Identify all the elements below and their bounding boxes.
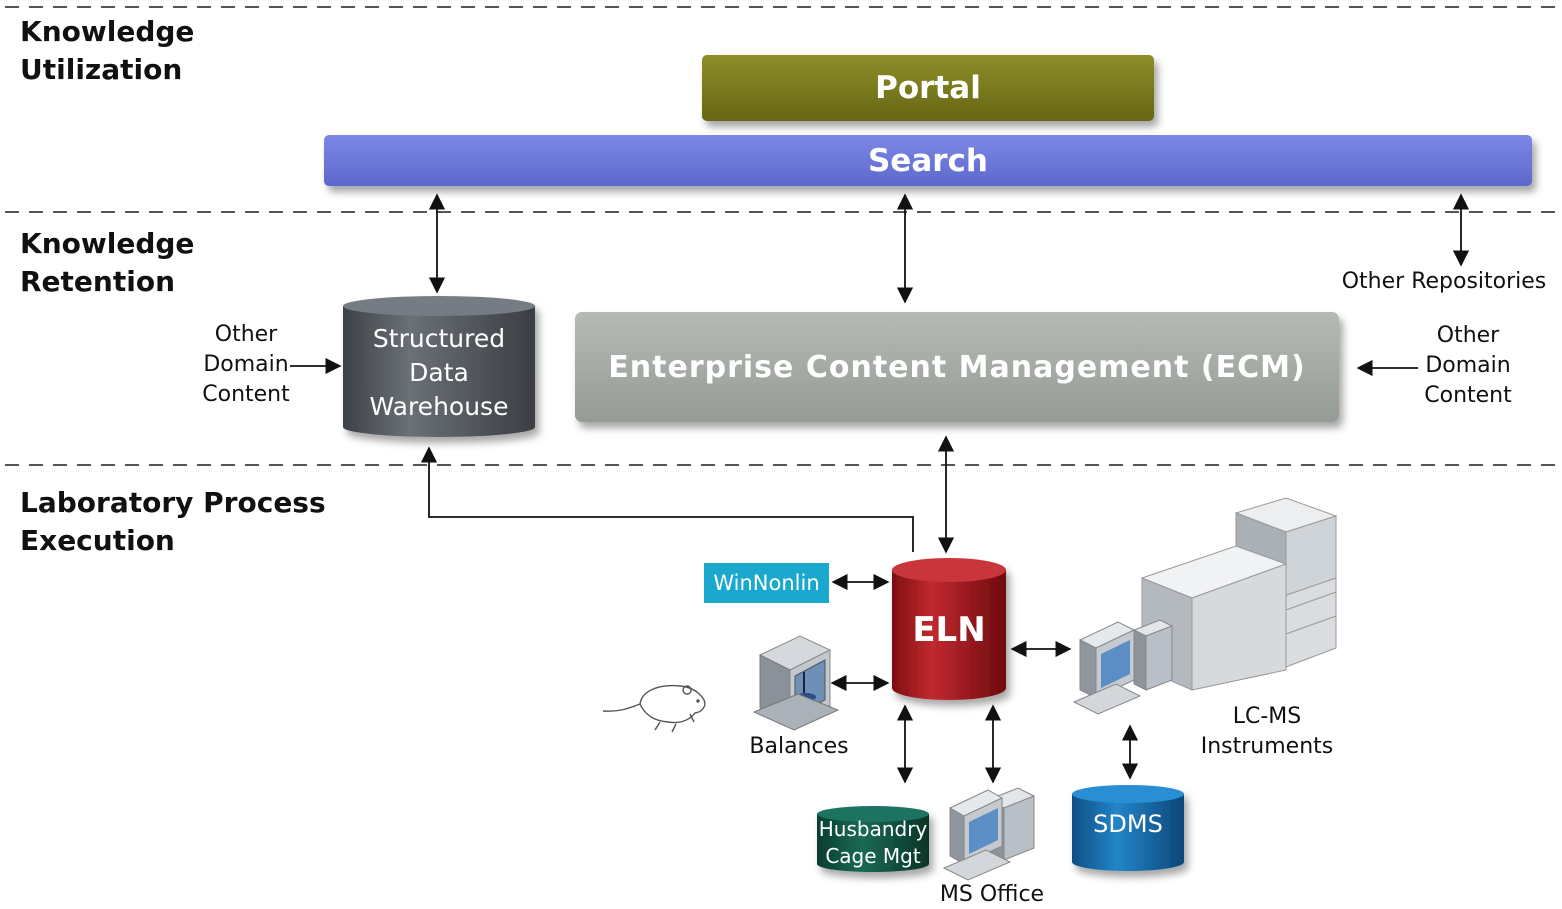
layer-dividers bbox=[5, 6, 1558, 466]
layer-label-line: Laboratory Process bbox=[20, 486, 326, 519]
portal-bar bbox=[702, 55, 1154, 121]
lab-mouse-icon bbox=[602, 684, 706, 733]
other-repositories-label: Other Repositories bbox=[1341, 269, 1547, 294]
other-domain-line: Other bbox=[214, 322, 278, 347]
eln-cylinder bbox=[892, 558, 1006, 700]
other-domain-content-right: Other Domain Content bbox=[1412, 321, 1524, 411]
lc-ms-label-line: Instruments bbox=[1200, 734, 1334, 759]
husbandry-label-line: Cage Mgt bbox=[825, 844, 921, 868]
warehouse-label-line: Warehouse bbox=[369, 392, 509, 421]
ecm-label: Enterprise Content Management (ECM) bbox=[608, 349, 1306, 385]
search-label: Search bbox=[867, 142, 988, 179]
eln-label: ELN bbox=[912, 610, 986, 650]
layer-label-line: Utilization bbox=[20, 53, 183, 86]
connector-arrows bbox=[290, 193, 1470, 784]
husbandry-label-line: Husbandry bbox=[818, 817, 928, 841]
other-domain-line: Domain bbox=[203, 352, 289, 377]
portal-label: Portal bbox=[875, 70, 981, 106]
layer-label-retention: Knowledge Retention bbox=[20, 225, 194, 301]
balances-label: Balances bbox=[749, 734, 849, 759]
lc-ms-label-line: LC-MS bbox=[1232, 704, 1302, 729]
other-domain-line: Content bbox=[1424, 383, 1512, 408]
ms-office-computer-icon bbox=[942, 787, 1036, 881]
winnonlin-box bbox=[704, 563, 829, 603]
balance-scale-icon bbox=[752, 635, 840, 731]
winnonlin-label: WinNonlin bbox=[713, 571, 820, 595]
warehouse-label-line: Data bbox=[409, 358, 469, 387]
lc-ms-instrument-icon bbox=[1072, 497, 1338, 715]
lc-ms-label: LC-MS Instruments bbox=[1196, 702, 1338, 762]
other-domain-line: Other bbox=[1436, 323, 1500, 348]
warehouse-cylinder bbox=[343, 296, 535, 437]
other-domain-content-left: Other Domain Content bbox=[190, 320, 302, 410]
ecm-box bbox=[575, 312, 1339, 422]
husbandry-label: Husbandry Cage Mgt bbox=[817, 814, 929, 872]
other-domain-line: Domain bbox=[1425, 353, 1511, 378]
husbandry-cylinder bbox=[817, 806, 929, 872]
layer-label-line: Retention bbox=[20, 265, 176, 298]
layer-label-line: Execution bbox=[20, 524, 175, 557]
layer-label-execution: Laboratory Process Execution bbox=[20, 484, 326, 560]
layer-label-utilization: Knowledge Utilization bbox=[20, 13, 194, 89]
arrow-eln-to-warehouse bbox=[420, 446, 914, 552]
ms-office-label: MS Office bbox=[939, 882, 1045, 907]
sdms-label: SDMS bbox=[1093, 810, 1163, 838]
sdms-cylinder bbox=[1072, 785, 1184, 871]
other-domain-line: Content bbox=[202, 382, 290, 407]
warehouse-label: Structured Data Warehouse bbox=[343, 318, 535, 428]
search-bar bbox=[324, 135, 1532, 186]
warehouse-label-line: Structured bbox=[372, 324, 506, 353]
layer-label-line: Knowledge bbox=[20, 15, 195, 48]
layer-label-line: Knowledge bbox=[20, 227, 195, 260]
